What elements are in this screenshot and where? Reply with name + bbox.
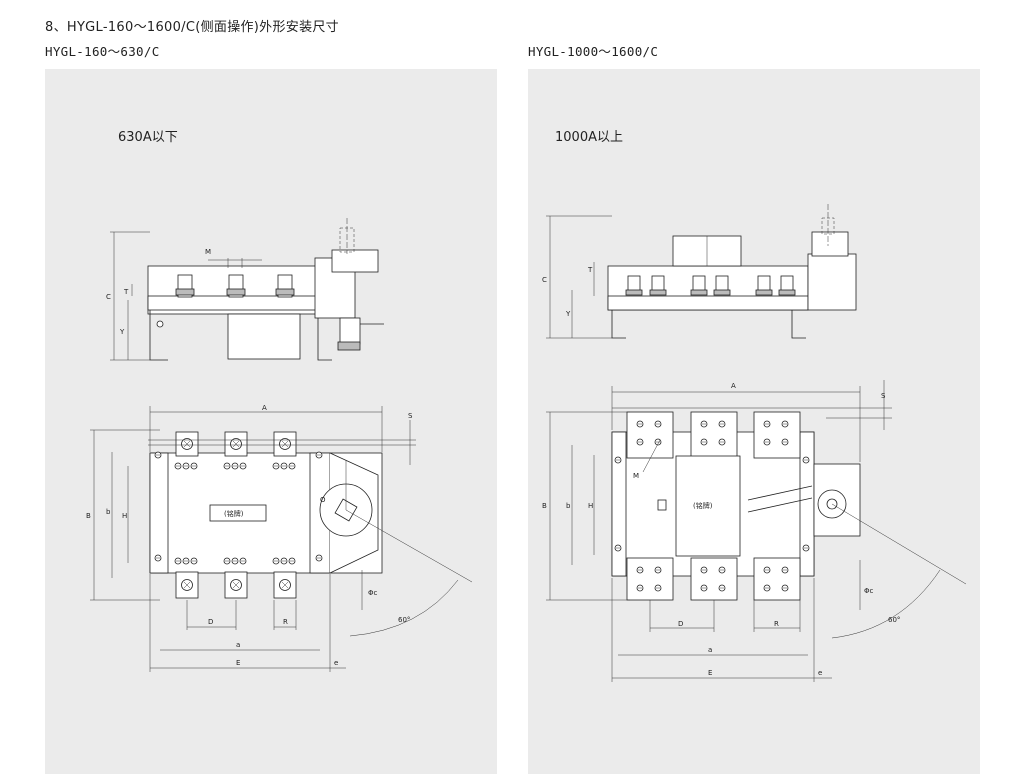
rating-label-right: 1000A以上 [555, 130, 623, 145]
dim-label-e: e [334, 659, 338, 667]
page-title: 8、HYGL-160～1600/C(侧面操作)外形安装尺寸 [45, 20, 339, 35]
dim-label-e-right: e [818, 669, 822, 677]
nameplate-label-right: (铭牌) [693, 501, 713, 510]
dim-label-T: T [123, 288, 129, 296]
dim-label-B-right: B [542, 502, 547, 510]
model-label-right: HYGL-1000～1600/C [528, 44, 659, 59]
dim-label-Y: Y [119, 328, 125, 336]
dim-label-S-right: S [881, 392, 886, 400]
dim-label-b: b [106, 508, 111, 516]
dim-label-D-right: D [678, 620, 683, 628]
dim-label-H-right: H [588, 502, 593, 510]
side-view-right [546, 204, 857, 339]
dim-label-a: a [236, 641, 240, 649]
dim-label-C-right: C [542, 276, 547, 284]
dim-label-E: E [236, 659, 240, 667]
dim-label-C: C [106, 293, 111, 301]
dim-label-B: B [86, 512, 91, 520]
drawing-panel-left [45, 69, 497, 774]
front-view-left [90, 406, 473, 672]
front-view-right [546, 380, 967, 682]
dim-label-M-right: M [633, 472, 639, 480]
dim-label-dc-right: Φc [864, 587, 874, 595]
dim-label-A: A [262, 404, 267, 412]
dim-label-E-right: E [708, 669, 712, 677]
dim-label-T-right: T [587, 266, 593, 274]
dim-label-H: H [122, 512, 127, 520]
side-view-left [110, 218, 384, 361]
angle-label-right: 60° [888, 616, 900, 624]
dim-label-O: O [320, 496, 326, 504]
dim-label-M: M [205, 248, 211, 256]
model-label-left: HYGL-160～630/C [45, 44, 160, 59]
dim-label-D: D [208, 618, 213, 626]
dim-label-dc: Φc [368, 589, 378, 597]
dim-label-b-right: b [566, 502, 571, 510]
dim-label-A-right: A [731, 382, 736, 390]
dim-label-Y-right: Y [565, 310, 571, 318]
rating-label-left: 630A以下 [118, 130, 178, 145]
dim-label-S: S [408, 412, 413, 420]
dim-label-R-right: R [774, 620, 779, 628]
dim-label-a-right: a [708, 646, 712, 654]
angle-label: 60° [398, 616, 410, 624]
dim-label-R: R [283, 618, 288, 626]
nameplate-label-left: (铭牌) [224, 509, 244, 518]
